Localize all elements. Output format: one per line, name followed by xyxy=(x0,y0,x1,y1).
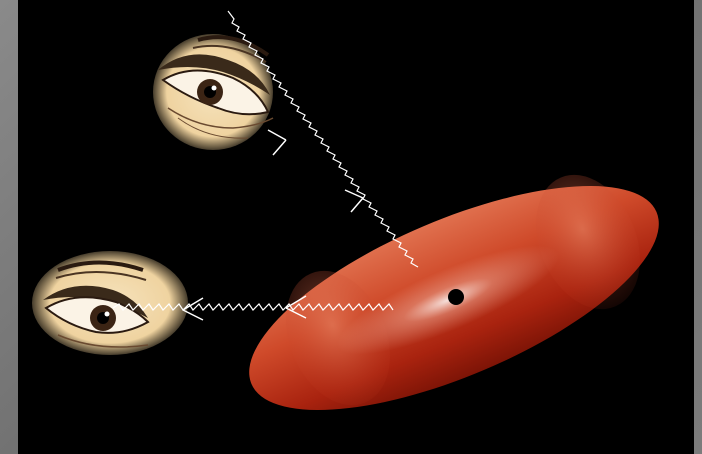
red-ellipsoid xyxy=(221,140,687,454)
black-dot xyxy=(448,289,464,305)
illustration xyxy=(18,0,694,454)
observer-eye-upper xyxy=(153,34,273,150)
slide-panel xyxy=(18,0,694,454)
observer-eye-lower xyxy=(32,251,188,355)
